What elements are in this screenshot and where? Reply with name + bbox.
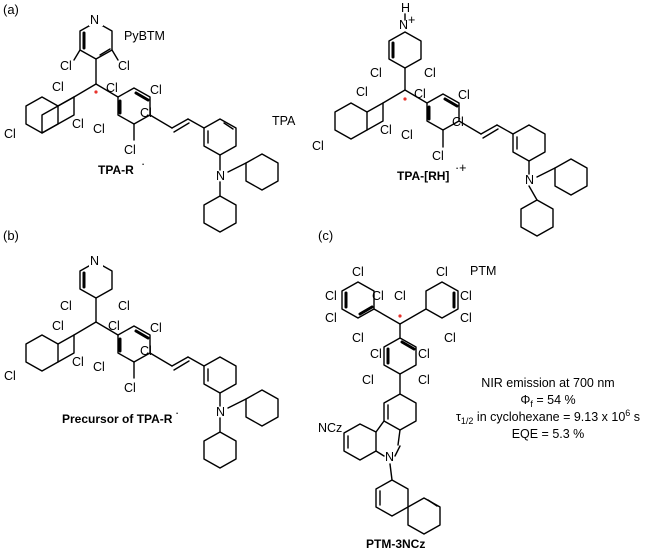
compound-name-tpa-r: TPA-R	[98, 163, 134, 177]
compound-name-precursor: Precursor of TPA-R	[62, 412, 173, 426]
chlorine-atom: Cl	[418, 373, 430, 387]
chlorine-atom: Cl	[372, 289, 384, 303]
charge-plus: +	[408, 13, 415, 27]
protonated-hydrogen: H	[401, 1, 410, 15]
half-life-text: τ1/2 in cyclohexane = 9.13 x 106 s	[456, 408, 640, 426]
phenyl-ring	[245, 389, 279, 427]
chlorine-atom: Cl	[93, 360, 105, 374]
eqe-text: EQE = 5.3 %	[512, 427, 585, 441]
chlorine-atom: Cl	[124, 143, 136, 157]
chlorine-atom: Cl	[140, 344, 152, 358]
molecule-precursor: N Cl Cl Cl Cl Cl Cl Cl Cl Cl Cl N Precur…	[4, 254, 279, 469]
chlorine-atom: Cl	[4, 369, 16, 383]
chlorine-atom: Cl	[362, 373, 374, 387]
chlorine-atom: Cl	[460, 289, 472, 303]
compound-name-ptm-3ncz: PTM-3NCz	[366, 537, 425, 551]
tpa-label: TPA	[272, 114, 296, 128]
chlorine-atom: Cl	[72, 117, 84, 131]
chlorine-atom: Cl	[370, 66, 382, 80]
chlorine-atom: Cl	[356, 85, 368, 99]
molecule-tpa-rh-cation: H N + Cl Cl Cl Cl Cl Cl Cl Cl Cl Cl N	[312, 1, 588, 237]
chlorine-atom: Cl	[93, 122, 105, 136]
chlorine-atom: Cl	[352, 265, 364, 279]
naphthyl-unit	[375, 479, 441, 535]
molecule-tpa-r: N PyBTM Cl Cl Cl Cl Cl Cl Cl Cl Cl Cl	[4, 13, 296, 233]
radical-superscript: ·	[175, 406, 179, 420]
chlorine-atom: Cl	[150, 83, 162, 97]
panel-label-b: (b)	[3, 228, 19, 243]
chlorine-atom: Cl	[72, 355, 84, 369]
chlorine-atom: Cl	[312, 139, 324, 153]
quantum-yield-text: Φf = 54 %	[520, 393, 575, 409]
radical-dot	[403, 97, 407, 101]
carbazole-nitrogen: N	[385, 450, 394, 464]
amine-nitrogen: N	[216, 405, 225, 419]
radical-dot	[398, 314, 402, 318]
chlorine-atom: Cl	[108, 319, 120, 333]
protonated-nitrogen: N	[399, 18, 408, 32]
molecule-ptm-3ncz: PTM Cl Cl Cl Cl Cl Cl Cl Cl Cl Cl Cl Cl …	[318, 264, 496, 551]
phenyl-ring	[520, 199, 554, 237]
radical-cation-superscript: ·+	[455, 161, 466, 175]
chlorine-atom: Cl	[106, 81, 118, 95]
phenyl-ring	[245, 153, 279, 191]
photophysical-properties: NIR emission at 700 nm Φf = 54 % τ1/2 in…	[456, 376, 640, 441]
carbazole-unit: N	[343, 393, 417, 464]
panel-label-a: (a)	[3, 2, 19, 17]
phenyl-ring	[203, 431, 237, 469]
chlorine-atom: Cl	[418, 347, 430, 361]
chlorine-atom: Cl	[444, 331, 456, 345]
chlorine-atom: Cl	[380, 123, 392, 137]
phenylene-ring	[203, 356, 237, 394]
ptm-label: PTM	[470, 264, 496, 278]
chlorine-atom: Cl	[458, 88, 470, 102]
trichlorophenyl-ring	[25, 334, 75, 372]
radical-dot	[94, 90, 98, 94]
trichlorophenyl-ring	[25, 96, 75, 134]
chlorine-atom: Cl	[394, 289, 406, 303]
phenylene-ring	[512, 124, 546, 162]
chlorine-atom: Cl	[4, 127, 16, 141]
chlorine-atom: Cl	[124, 381, 136, 395]
chlorine-atom: Cl	[436, 265, 448, 279]
chlorine-atom: Cl	[52, 80, 64, 94]
chlorine-atom: Cl	[452, 115, 464, 129]
chlorine-atom: Cl	[118, 59, 130, 73]
ncz-label: NCz	[318, 421, 342, 435]
chlorine-atom: Cl	[432, 149, 444, 163]
perchlorophenyl-ring	[425, 281, 459, 319]
chlorine-atom: Cl	[370, 347, 382, 361]
pyridine-ring: N	[79, 13, 113, 60]
amine-nitrogen: N	[216, 169, 225, 183]
chlorine-atom: Cl	[424, 66, 436, 80]
amine-nitrogen: N	[525, 173, 534, 187]
pyridine-nitrogen: N	[90, 254, 99, 268]
nir-emission-text: NIR emission at 700 nm	[481, 376, 614, 390]
chlorine-atom: Cl	[150, 321, 162, 335]
pybtm-label: PyBTM	[124, 29, 165, 43]
chlorine-atom: Cl	[325, 311, 337, 325]
perchlorophenyl-ring	[341, 281, 375, 319]
chlorine-atom: Cl	[325, 289, 337, 303]
chlorine-atom: Cl	[414, 87, 426, 101]
phenyl-ring	[203, 195, 237, 233]
phenylene-ring	[203, 118, 237, 156]
chlorine-atom: Cl	[52, 319, 64, 333]
chlorine-atom: Cl	[60, 59, 72, 73]
chlorine-atom: Cl	[60, 299, 72, 313]
chlorine-atom: Cl	[140, 106, 152, 120]
chlorine-atom: Cl	[352, 331, 364, 345]
panel-label-c: (c)	[318, 228, 333, 243]
chlorine-atom: Cl	[118, 299, 130, 313]
trichlorophenyl-ring	[334, 102, 384, 140]
chlorine-atom: Cl	[460, 311, 472, 325]
pyridine-nitrogen: N	[90, 13, 99, 27]
radical-superscript: ·	[141, 157, 145, 171]
phenyl-ring	[554, 158, 588, 196]
chlorine-atom: Cl	[401, 128, 413, 142]
compound-name-tpa-rh: TPA-[RH]	[397, 169, 449, 183]
